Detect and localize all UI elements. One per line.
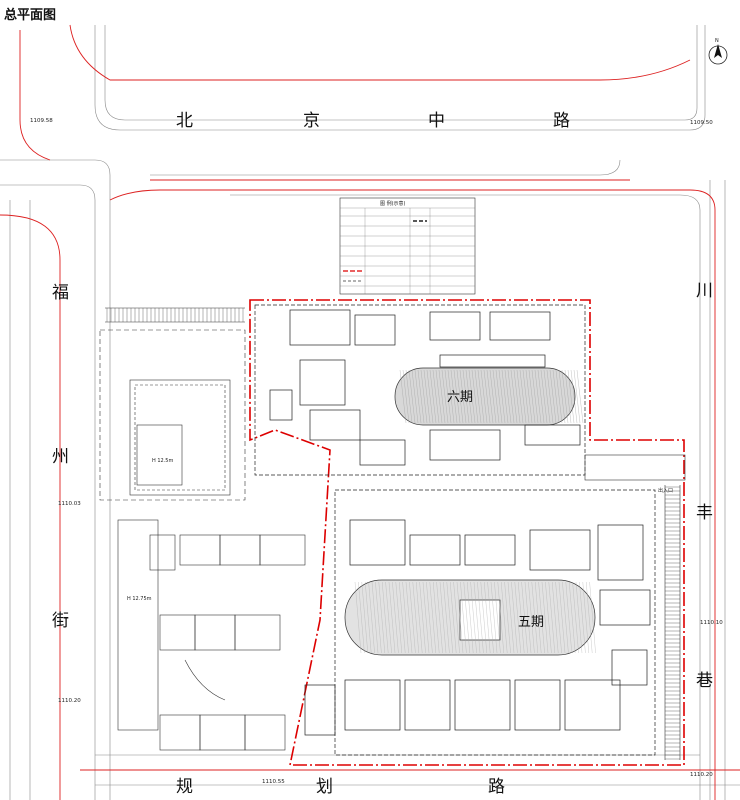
road-north-3: 中 bbox=[428, 111, 445, 130]
site-red-boundary bbox=[249, 299, 685, 766]
west-hatch-ticks bbox=[106, 308, 244, 322]
west-block-height: H 12.5m bbox=[152, 458, 173, 464]
elev-w1: 1110.03 bbox=[58, 501, 81, 507]
phase-six-label: 六期 bbox=[447, 390, 473, 405]
phase-five-hatch bbox=[354, 581, 596, 654]
road-west-2: 州 bbox=[52, 447, 69, 466]
phase-five-label: 五期 bbox=[518, 615, 544, 630]
road-west-1: 福 bbox=[52, 283, 69, 302]
phase-six-zone bbox=[254, 304, 586, 476]
legend-header: 图 例(示意) bbox=[380, 200, 406, 207]
road-red-lines bbox=[0, 24, 740, 800]
road-east-1: 川 bbox=[696, 281, 713, 300]
elev-w2: 1110.20 bbox=[58, 698, 81, 704]
road-south-3: 路 bbox=[488, 777, 505, 796]
road-north-2: 京 bbox=[303, 111, 320, 130]
road-west-3: 街 bbox=[52, 611, 69, 630]
east-entrance: 出入口 bbox=[658, 487, 673, 494]
legend: 图 例(示意) bbox=[339, 197, 476, 295]
north-arrow-icon: N bbox=[708, 38, 728, 65]
elev-e1: 1110.10 bbox=[700, 620, 723, 626]
road-curbs bbox=[0, 25, 740, 800]
elev-s: 1110.55 bbox=[262, 779, 285, 785]
road-south-2: 划 bbox=[316, 777, 333, 796]
road-south-1: 规 bbox=[176, 777, 193, 796]
west-buildings bbox=[99, 329, 306, 751]
road-east-2: 丰 bbox=[696, 503, 713, 522]
west-long-height: H 12.75m bbox=[127, 596, 152, 602]
elev-ne: 1109.50 bbox=[690, 120, 713, 126]
road-north-1: 北 bbox=[176, 111, 193, 130]
elevation-markers: 1109.58 1109.50 1110.03 1110.20 1110.55 … bbox=[30, 118, 723, 785]
drawing-title: 总平面图 bbox=[4, 7, 57, 22]
elev-nw: 1109.58 bbox=[30, 118, 53, 124]
road-east-3: 巷 bbox=[696, 671, 713, 690]
phase-five-zone bbox=[304, 489, 656, 756]
east-hatch-ticks bbox=[665, 486, 680, 760]
elev-se: 1110.20 bbox=[690, 772, 713, 778]
phase-six-hatch bbox=[399, 369, 584, 424]
road-north-4: 路 bbox=[553, 111, 570, 130]
north-label: N bbox=[715, 38, 719, 44]
